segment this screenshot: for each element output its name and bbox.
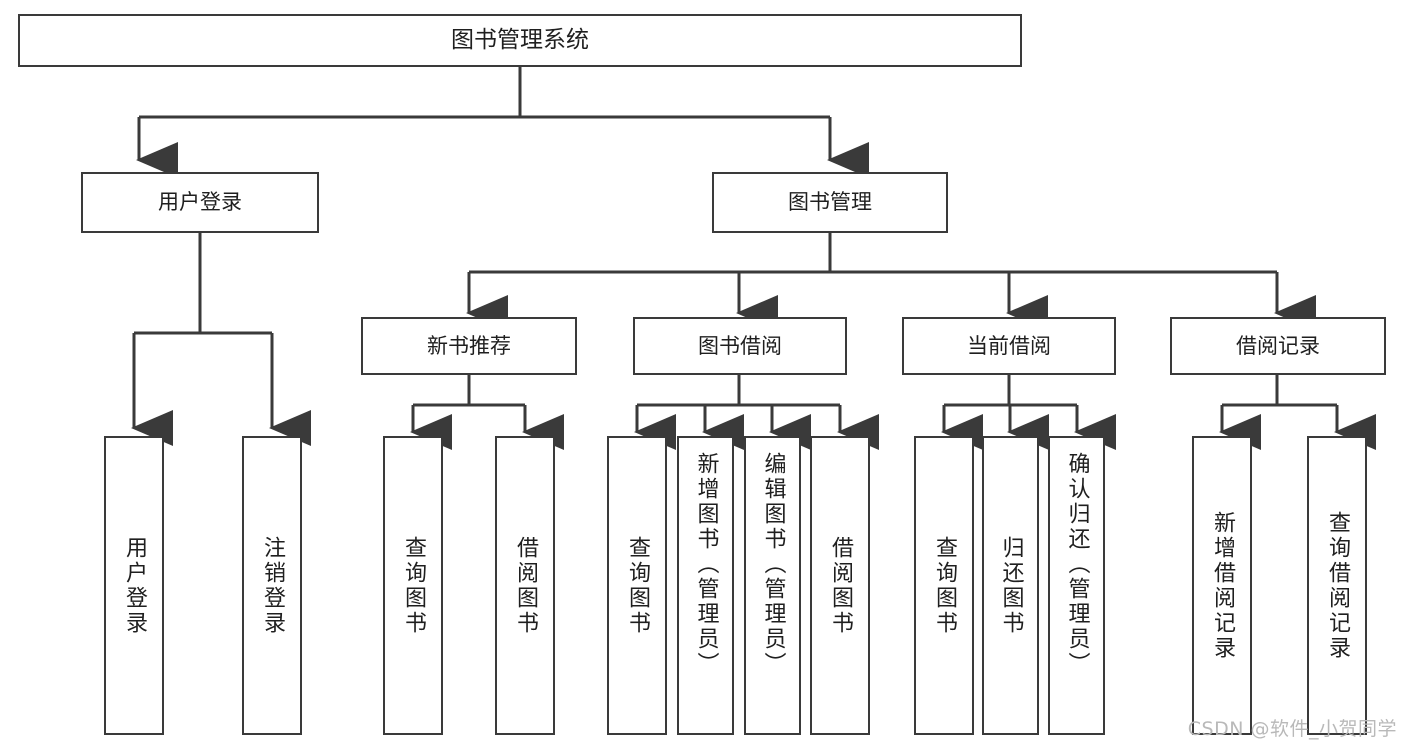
leaf-borrow-book[interactable]: 借阅图书 bbox=[810, 436, 870, 735]
node-label: 当前借阅 bbox=[967, 333, 1051, 358]
node-label: 借阅记录 bbox=[1236, 333, 1320, 358]
leaf-logout-login[interactable]: 注销登录 bbox=[242, 436, 302, 735]
leaf-edit-book-admin[interactable]: 编辑图书（管理员） bbox=[744, 436, 801, 735]
node-book-management[interactable]: 图书管理 bbox=[712, 172, 948, 233]
leaf-borrow-book-recommend[interactable]: 借阅图书 bbox=[495, 436, 555, 735]
node-label: 用户登录 bbox=[158, 190, 242, 215]
node-label: 查询图书 bbox=[401, 535, 426, 636]
leaf-query-book-current[interactable]: 查询图书 bbox=[914, 436, 974, 735]
node-label: 图书管理 bbox=[788, 190, 872, 215]
leaf-user-login[interactable]: 用户登录 bbox=[104, 436, 164, 735]
leaf-add-book-admin[interactable]: 新增图书（管理员） bbox=[677, 436, 734, 735]
leaf-add-borrow-record[interactable]: 新增借阅记录 bbox=[1192, 436, 1252, 735]
node-user-login[interactable]: 用户登录 bbox=[81, 172, 319, 233]
leaf-confirm-return-admin[interactable]: 确认归还（管理员） bbox=[1048, 436, 1105, 735]
node-label: 新增借阅记录 bbox=[1210, 510, 1235, 661]
node-label: 借阅图书 bbox=[828, 535, 853, 636]
node-label: 查询借阅记录 bbox=[1325, 510, 1350, 661]
node-label: 图书借阅 bbox=[698, 333, 782, 358]
node-label: 归还图书 bbox=[998, 535, 1024, 636]
node-label: 查询图书 bbox=[625, 535, 650, 636]
node-borrow-record[interactable]: 借阅记录 bbox=[1170, 317, 1386, 375]
node-label: 确认归还（管理员） bbox=[1064, 452, 1090, 677]
node-label: 新书推荐 bbox=[427, 333, 511, 358]
node-label: 用户登录 bbox=[122, 535, 147, 636]
node-new-book-recommend[interactable]: 新书推荐 bbox=[361, 317, 577, 375]
node-label: 编辑图书（管理员） bbox=[760, 452, 786, 677]
csdn-watermark: CSDN @软件_小贺同学 bbox=[1187, 718, 1397, 740]
node-label: 新增图书（管理员） bbox=[693, 452, 719, 677]
node-label: 注销登录 bbox=[260, 535, 285, 636]
node-label: 查询图书 bbox=[932, 535, 957, 636]
node-current-borrow[interactable]: 当前借阅 bbox=[902, 317, 1116, 375]
leaf-return-book[interactable]: 归还图书 bbox=[982, 436, 1039, 735]
node-label: 借阅图书 bbox=[513, 535, 538, 636]
node-book-borrow[interactable]: 图书借阅 bbox=[633, 317, 847, 375]
leaf-query-book-recommend[interactable]: 查询图书 bbox=[383, 436, 443, 735]
node-label: 图书管理系统 bbox=[451, 27, 589, 54]
node-root-system[interactable]: 图书管理系统 bbox=[18, 14, 1022, 67]
leaf-query-borrow-record[interactable]: 查询借阅记录 bbox=[1307, 436, 1367, 735]
leaf-query-book-borrow[interactable]: 查询图书 bbox=[607, 436, 667, 735]
